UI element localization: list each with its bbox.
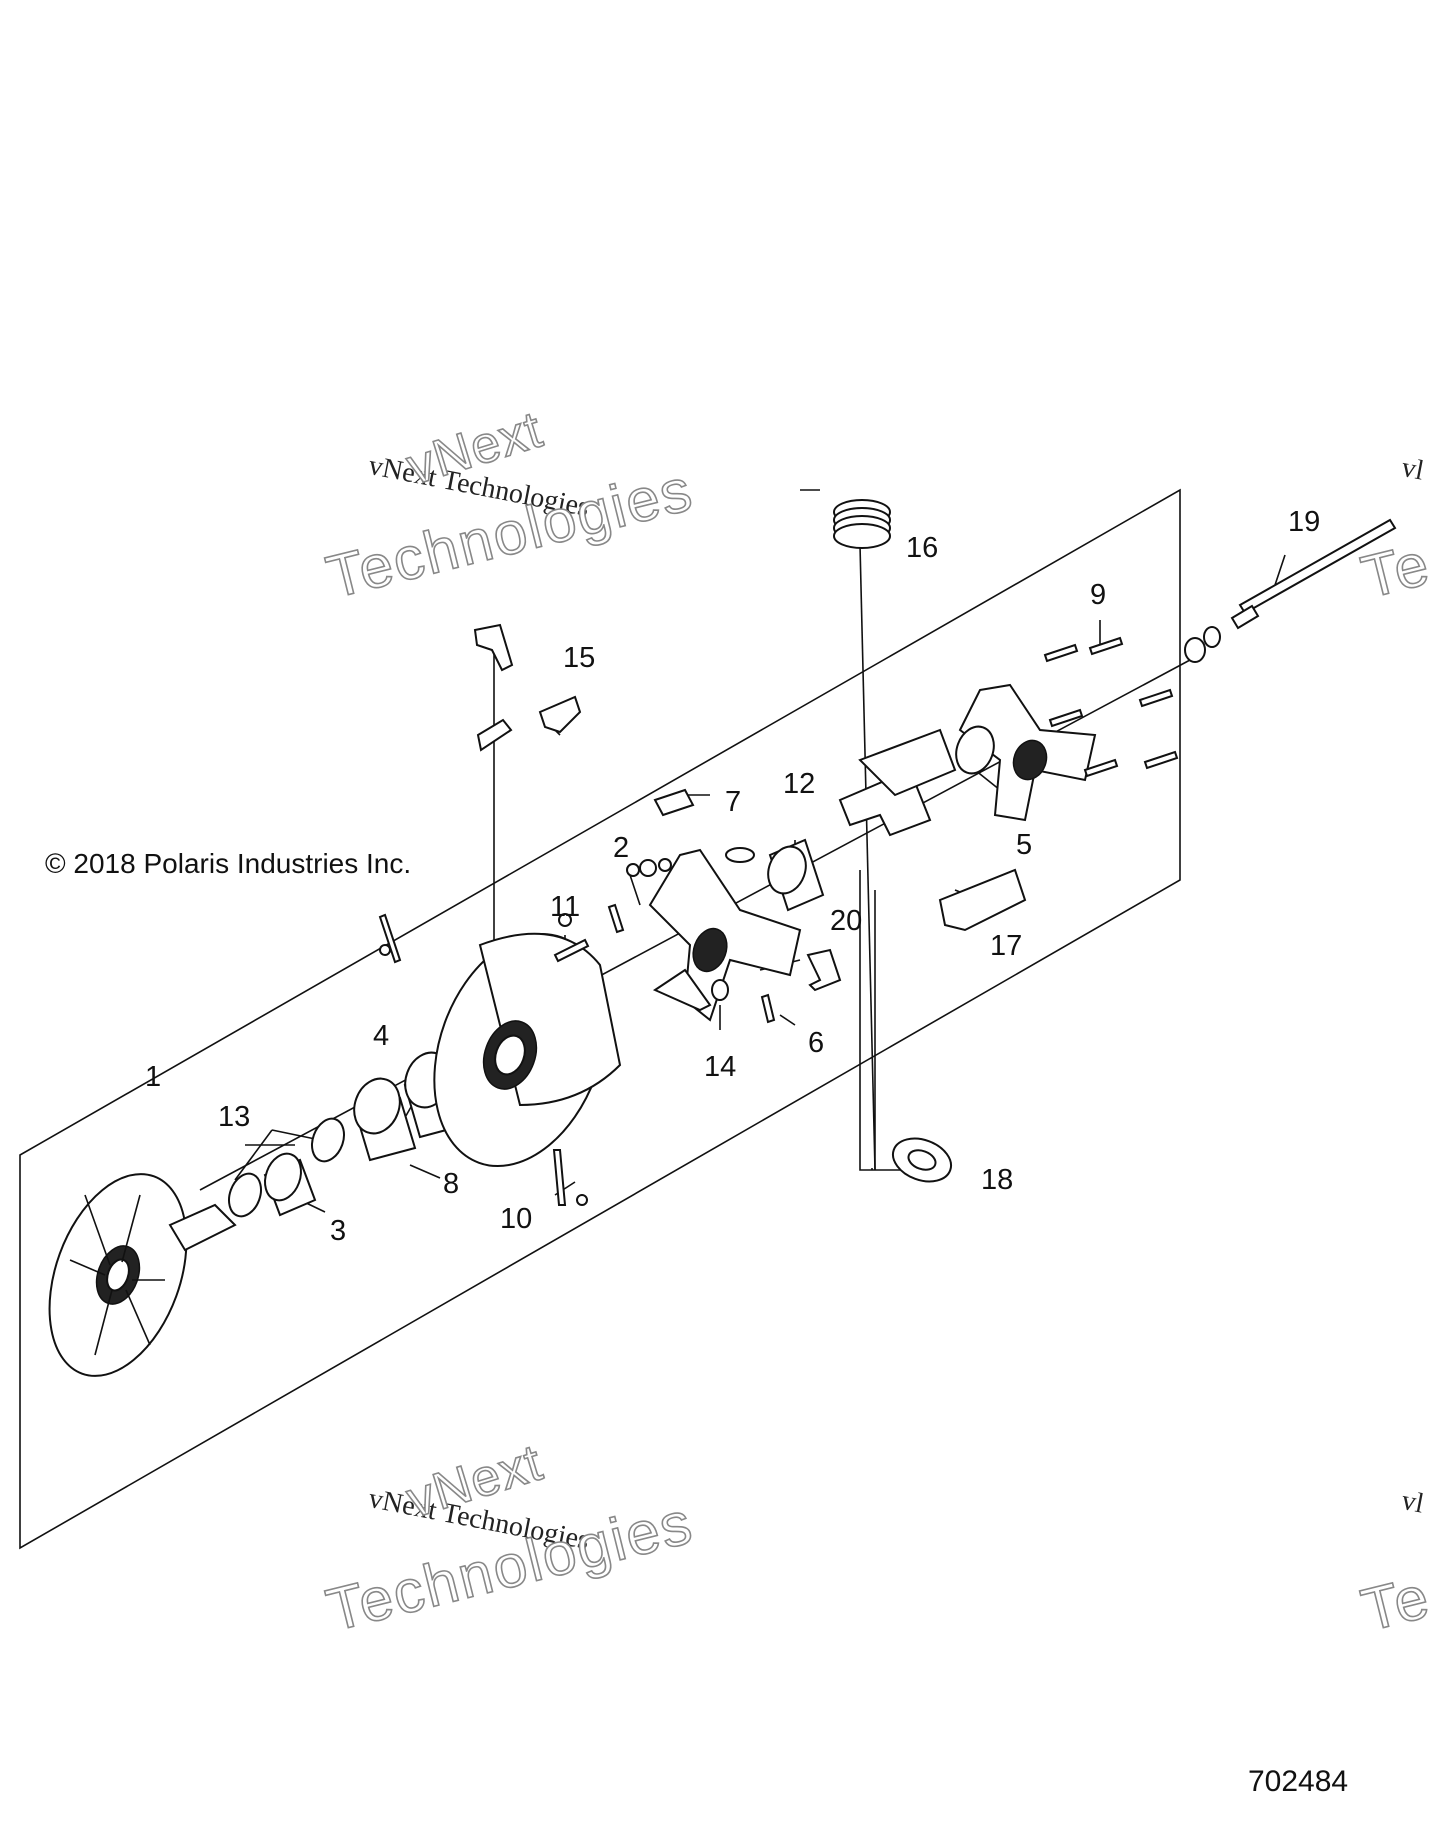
diagram-id: 702484 (1248, 1765, 1349, 1798)
callout-1: 1 (145, 1061, 161, 1093)
callout-18: 18 (981, 1164, 1013, 1196)
callout-13: 13 (218, 1101, 250, 1133)
assembly-boundary (19, 488, 1181, 1550)
callout-4: 4 (373, 1020, 389, 1052)
callout-10: 10 (500, 1203, 532, 1235)
callout-8: 8 (443, 1168, 459, 1200)
callout-11: 11 (550, 891, 580, 923)
spacer (767, 838, 825, 912)
cover-plate (955, 683, 1097, 822)
callout-12: 12 (783, 768, 815, 800)
moveable-sheave (433, 932, 622, 1168)
callout-16: 16 (906, 532, 938, 564)
bushing-and-seals (228, 1117, 345, 1218)
bolt (1184, 518, 1397, 663)
fixed-sheave (48, 1173, 237, 1377)
callout-20: 20 (830, 905, 862, 937)
weights (473, 623, 582, 752)
shield-pieces (838, 728, 1027, 932)
callout-14: 14 (704, 1051, 736, 1083)
washer (891, 1137, 953, 1183)
spring (833, 499, 891, 549)
callout-19: 19 (1288, 506, 1320, 538)
callout-9: 9 (1090, 579, 1106, 611)
callout-6: 6 (808, 1027, 824, 1059)
copyright-notice: © 2018 Polaris Industries Inc. (45, 848, 412, 879)
small-parts (378, 788, 842, 1206)
callout-3: 3 (330, 1215, 346, 1247)
callout-2: 2 (613, 832, 629, 864)
callout-15: 15 (563, 642, 595, 674)
screws (1043, 636, 1179, 778)
callout-7: 7 (725, 786, 741, 818)
callout-17: 17 (990, 930, 1022, 962)
callout-5: 5 (1016, 829, 1032, 861)
callouts: 1 2 3 4 5 6 7 8 9 10 11 12 13 14 15 16 1… (145, 506, 1320, 1247)
